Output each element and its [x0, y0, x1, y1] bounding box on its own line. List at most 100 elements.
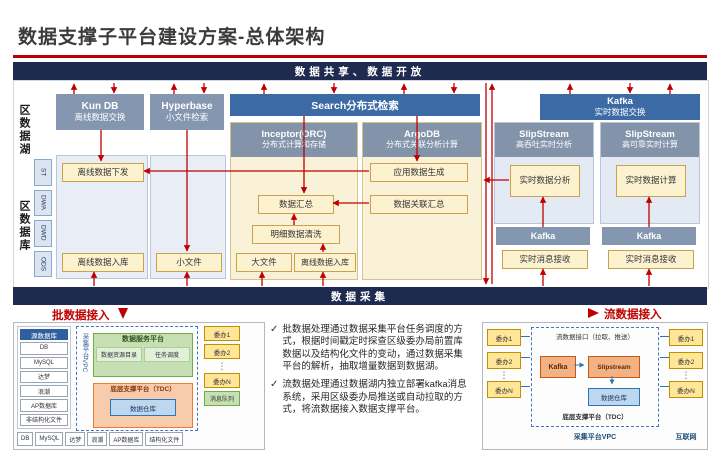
notes-block: ✓ 批数据处理通过数据采集平台任务调度的方式，根据时间戳定时探查区级委办局前置库…: [270, 324, 470, 422]
check-icon: ✓: [270, 379, 279, 391]
kafka-exchange-title: Kafka: [607, 95, 633, 107]
batch-access-panel: 源数据库 DB MySQL 达梦 浪潮 AP数据库 非结构化文件 采集平台VPC…: [13, 322, 265, 450]
stream-access-panel: 委办1 委办2 ⋮ 委办N 流数据接口（拉取、推送） Kafka Slipstr…: [482, 322, 708, 450]
batch-bottom-structured-file: 结构化文件: [145, 432, 184, 446]
data-share-banner: 数据共享、数据开放: [13, 62, 707, 80]
layer-dwd: DWD: [34, 220, 52, 247]
stream-caption-internet: 互联网: [675, 434, 697, 441]
batch-source-ap: AP数据库: [20, 399, 68, 412]
hyperbase-subtitle: 小文件检索: [165, 112, 209, 123]
batch-service-item-schedule: 任务调度: [144, 347, 190, 362]
batch-bottom-mysql: MySQL: [35, 432, 64, 446]
process-box-msg-recv-left: 实时消息接收: [502, 250, 588, 269]
batch-tdc-warehouse: 数据仓库: [110, 399, 176, 416]
batch-source-unstructured: 非结构化文件: [20, 413, 68, 427]
batch-office-n: 委办N: [204, 373, 240, 388]
stream-right-office-dots: ⋮: [681, 370, 691, 380]
stream-left-office-dots: ⋮: [499, 370, 509, 380]
process-box-big-file: 大文件: [236, 253, 292, 272]
batch-service-title: 数据服务平台: [122, 336, 164, 343]
stream-tdc-label: 底层支撑平台（TDC）: [562, 414, 628, 421]
batch-source-mysql: MySQL: [20, 356, 68, 369]
inceptor-header: Inceptor(ORC) 分布式计算和存储: [231, 123, 357, 157]
note-batch-text: 批数据处理通过数据采集平台任务调度的方式，根据时间戳定时探查区级委办局前置库数据…: [282, 324, 463, 373]
batch-office-2: 委办2: [204, 344, 240, 359]
argodb-header: ArgoDB 分布式关联分析计算: [363, 123, 481, 157]
kafka-box-left: Kafka: [496, 227, 590, 245]
process-box-rt-compute: 实时数据计算: [616, 165, 686, 197]
layer-dwa: DWA: [34, 189, 52, 216]
batch-source-dameng: 达梦: [20, 370, 68, 384]
batch-vpc-label: 采集平台VPC: [81, 333, 88, 373]
search-bar: Search分布式检索: [230, 94, 480, 116]
slipstream-analysis-title: SlipStream: [519, 128, 569, 140]
stream-warehouse-box: 数据仓库: [588, 388, 640, 406]
kafka-exchange-bar: Kafka 实时数据交换: [540, 94, 700, 120]
note-stream: ✓ 流数据处理通过数据湖内独立部署kafka消息系统，采用区级委办局推送或自动拉…: [270, 379, 470, 416]
batch-message-queue: 消息队列: [204, 391, 240, 406]
stream-access-label: 流数据接入: [604, 309, 662, 321]
stream-right-office-2: 委办2: [669, 352, 703, 369]
hyperbase-header: Hyperbase 小文件检索: [150, 94, 224, 130]
batch-bottom-ap: AP数据库: [109, 432, 144, 446]
check-icon: ✓: [270, 324, 279, 335]
batch-bottom-langchao: 浪潮: [87, 432, 108, 446]
process-box-small-file: 小文件: [156, 253, 222, 272]
stream-kafka-box: Kafka: [540, 356, 576, 378]
slipstream-compute-title: SlipStream: [625, 128, 675, 140]
stream-api-label: 流数据接口（拉取、推送）: [556, 334, 634, 341]
stream-right-office-1: 委办1: [669, 329, 703, 346]
title-divider: [13, 55, 707, 58]
kundb-subtitle: 离线数据交换: [74, 112, 126, 123]
stream-slipstream-box: Slipstream: [588, 356, 640, 378]
note-batch: ✓ 批数据处理通过数据采集平台任务调度的方式，根据时间戳定时探查区级委办局前置库…: [270, 324, 470, 373]
stream-vpc-container: 流数据接口（拉取、推送） Kafka Slipstream 数据仓库 底层支撑平…: [531, 327, 659, 427]
batch-source-column: 源数据库 DB MySQL 达梦 浪潮 AP数据库 非结构化文件: [17, 326, 71, 429]
batch-office-1: 委办1: [204, 326, 240, 341]
batch-service-items: 数据资源目录 任务调度: [94, 346, 192, 363]
architecture-diagram: 区数据湖 区数据库 ST DWA DWD ODS Kun DB 离线数据交换 H…: [13, 80, 709, 289]
rail-lake-label: 区数据湖: [18, 104, 30, 156]
process-box-join-summary: 数据关联汇总: [370, 195, 468, 214]
argodb-title: ArgoDB: [404, 128, 440, 140]
note-stream-text: 流数据处理通过数据湖内独立部署kafka消息系统，采用区级委办局推送或自动拉取的…: [282, 379, 467, 416]
hyperbase-title: Hyperbase: [161, 101, 213, 113]
batch-source-langchao: 浪潮: [20, 385, 68, 398]
kundb-title: Kun DB: [81, 101, 119, 113]
batch-service-item-catalog: 数据资源目录: [96, 347, 142, 362]
kundb-header: Kun DB 离线数据交换: [56, 94, 144, 130]
batch-access-arrow-icon: [118, 308, 128, 319]
stream-left-office-2: 委办2: [487, 352, 521, 369]
search-bar-label: Search分布式检索: [311, 99, 399, 112]
slipstream-compute-subtitle: 高可靠实时计算: [622, 140, 678, 150]
batch-bottom-strip: DB MySQL 达梦 浪潮 AP数据库 结构化文件: [17, 432, 257, 446]
warehouse-layers: ST DWA DWD ODS: [34, 159, 52, 277]
process-box-offline-send: 离线数据下发: [62, 163, 144, 182]
page-title: 数据支撑子平台建设方案-总体架构: [18, 27, 326, 48]
process-box-rt-analysis: 实时数据分析: [510, 165, 580, 197]
process-box-data-summary: 数据汇总: [258, 195, 334, 214]
process-box-msg-recv-right: 实时消息接收: [608, 250, 694, 269]
process-box-detail-clean: 明细数据清洗: [252, 225, 340, 244]
batch-bottom-db: DB: [17, 432, 34, 446]
batch-bottom-dameng: 达梦: [65, 432, 86, 446]
inceptor-title: Inceptor(ORC): [261, 128, 327, 140]
rail-db-label: 区数据库: [18, 200, 30, 252]
batch-tdc-title: 底层支撑平台（TDC）: [110, 386, 176, 393]
stream-caption-vpc: 采集平台VPC: [573, 434, 617, 441]
stream-left-office-1: 委办1: [487, 329, 521, 346]
stream-right-office-n: 委办N: [669, 381, 703, 398]
batch-tdc-platform: 底层支撑平台（TDC） 数据仓库: [93, 383, 193, 428]
process-box-app-generate: 应用数据生成: [370, 163, 468, 182]
batch-vpc-container: 采集平台VPC 数据服务平台 数据资源目录 任务调度 底层支撑平台（TDC） 数…: [76, 326, 198, 431]
batch-office-dots: ⋮: [217, 361, 227, 371]
stream-left-office-n: 委办N: [487, 381, 521, 398]
batch-access-label: 批数据接入: [52, 310, 110, 322]
layer-ods: ODS: [34, 250, 52, 277]
layer-st: ST: [34, 159, 52, 186]
slipstream-analysis-header: SlipStream 高吞吐实时分析: [495, 123, 593, 157]
slipstream-compute-header: SlipStream 高可靠实时计算: [601, 123, 699, 157]
kafka-exchange-subtitle: 实时数据交换: [594, 107, 646, 118]
batch-office-column: 委办1 委办2 ⋮ 委办N 消息队列: [204, 326, 240, 406]
